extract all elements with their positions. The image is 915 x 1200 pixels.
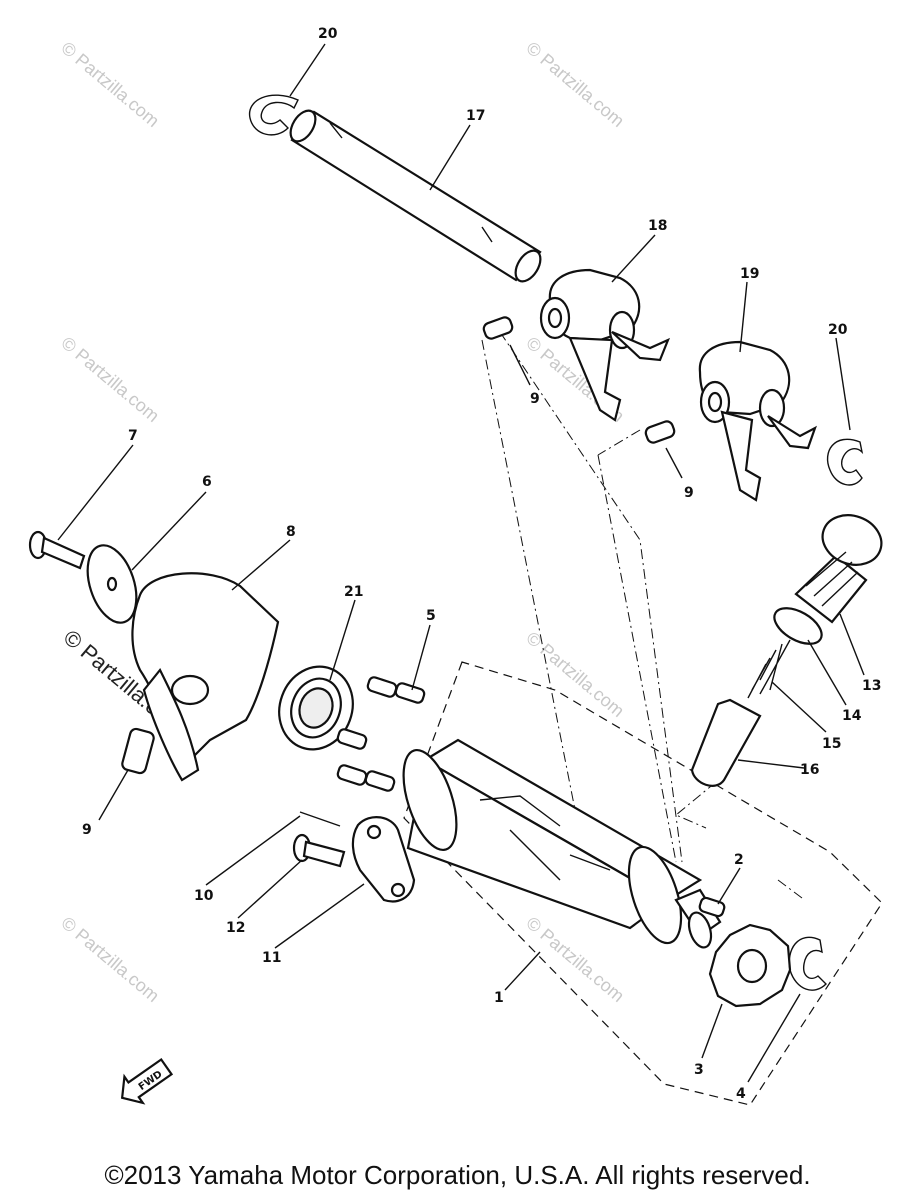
- screw-7: [28, 530, 86, 570]
- part-labels: 20 17 18 19 20 9 9 7 6 8 21 5 9 10 12 11…: [82, 26, 881, 1102]
- bearing-21: [278, 665, 354, 751]
- leader-lines: [57, 43, 865, 1083]
- plate-11: [351, 816, 416, 903]
- stopper-lever-8: [131, 572, 280, 782]
- fwd-arrow: FWD: [120, 1057, 174, 1105]
- pins-5: [336, 676, 426, 792]
- part-label-20: 20: [828, 322, 848, 338]
- part-label-6: 6: [202, 474, 212, 490]
- part-label-9: 9: [684, 485, 694, 501]
- part-label-17: 17: [466, 108, 485, 124]
- part-label-20: 20: [318, 26, 338, 42]
- shift-fork-18: [539, 268, 671, 422]
- plunger-16: [690, 698, 762, 787]
- part-label-8: 8: [286, 524, 296, 540]
- watermark: © Partzilla.com: [57, 913, 163, 1006]
- part-label-2: 2: [734, 852, 744, 868]
- washer-14: [773, 607, 823, 645]
- dowel-pin: [482, 316, 514, 340]
- circlip-4: [788, 936, 827, 991]
- dowel-pin: [644, 420, 676, 444]
- part-label-16: 16: [800, 762, 819, 778]
- copyright-notice: ©2013 Yamaha Motor Corporation, U.S.A. A…: [104, 1160, 811, 1190]
- watermark: © Partzilla.com: [522, 913, 628, 1006]
- part-label-19: 19: [740, 266, 759, 282]
- part-label-15: 15: [822, 736, 841, 752]
- cotter-pin-10: [299, 811, 341, 827]
- part-label-10: 10: [194, 888, 214, 904]
- watermark: © Partzilla.com: [522, 628, 628, 721]
- part-label-13: 13: [862, 678, 881, 694]
- dowel-pin: [121, 727, 155, 775]
- part-label-21: 21: [344, 584, 363, 600]
- part-label-9: 9: [530, 391, 540, 407]
- watermark: © Partzilla.com: [522, 38, 628, 131]
- alignment-lines: [481, 331, 803, 899]
- part-label-18: 18: [648, 218, 667, 234]
- shift-fork-shaft: [289, 109, 542, 283]
- bolt-13: [794, 514, 883, 624]
- part-label-7: 7: [128, 428, 138, 444]
- washer-hole: [106, 576, 118, 592]
- part-label-14: 14: [842, 708, 862, 724]
- part-label-9: 9: [82, 822, 92, 838]
- shift-fork-19: [698, 340, 817, 502]
- part-label-11: 11: [262, 950, 281, 966]
- spring-15: [747, 639, 791, 699]
- watermark: © Partzilla.com: [57, 333, 163, 426]
- part-label-12: 12: [226, 920, 245, 936]
- part-label-3: 3: [694, 1062, 704, 1078]
- exploded-parts-diagram: © Partzilla.com © Partzilla.com © Partzi…: [28, 26, 883, 1106]
- circlip: [248, 94, 299, 136]
- screw-12: [292, 833, 346, 868]
- part-label-1: 1: [494, 990, 504, 1006]
- shift-drum: [402, 738, 722, 949]
- watermark: © Partzilla.com: [57, 38, 163, 131]
- part-label-5: 5: [426, 608, 436, 624]
- circlip: [826, 438, 864, 486]
- part-label-4: 4: [736, 1086, 746, 1102]
